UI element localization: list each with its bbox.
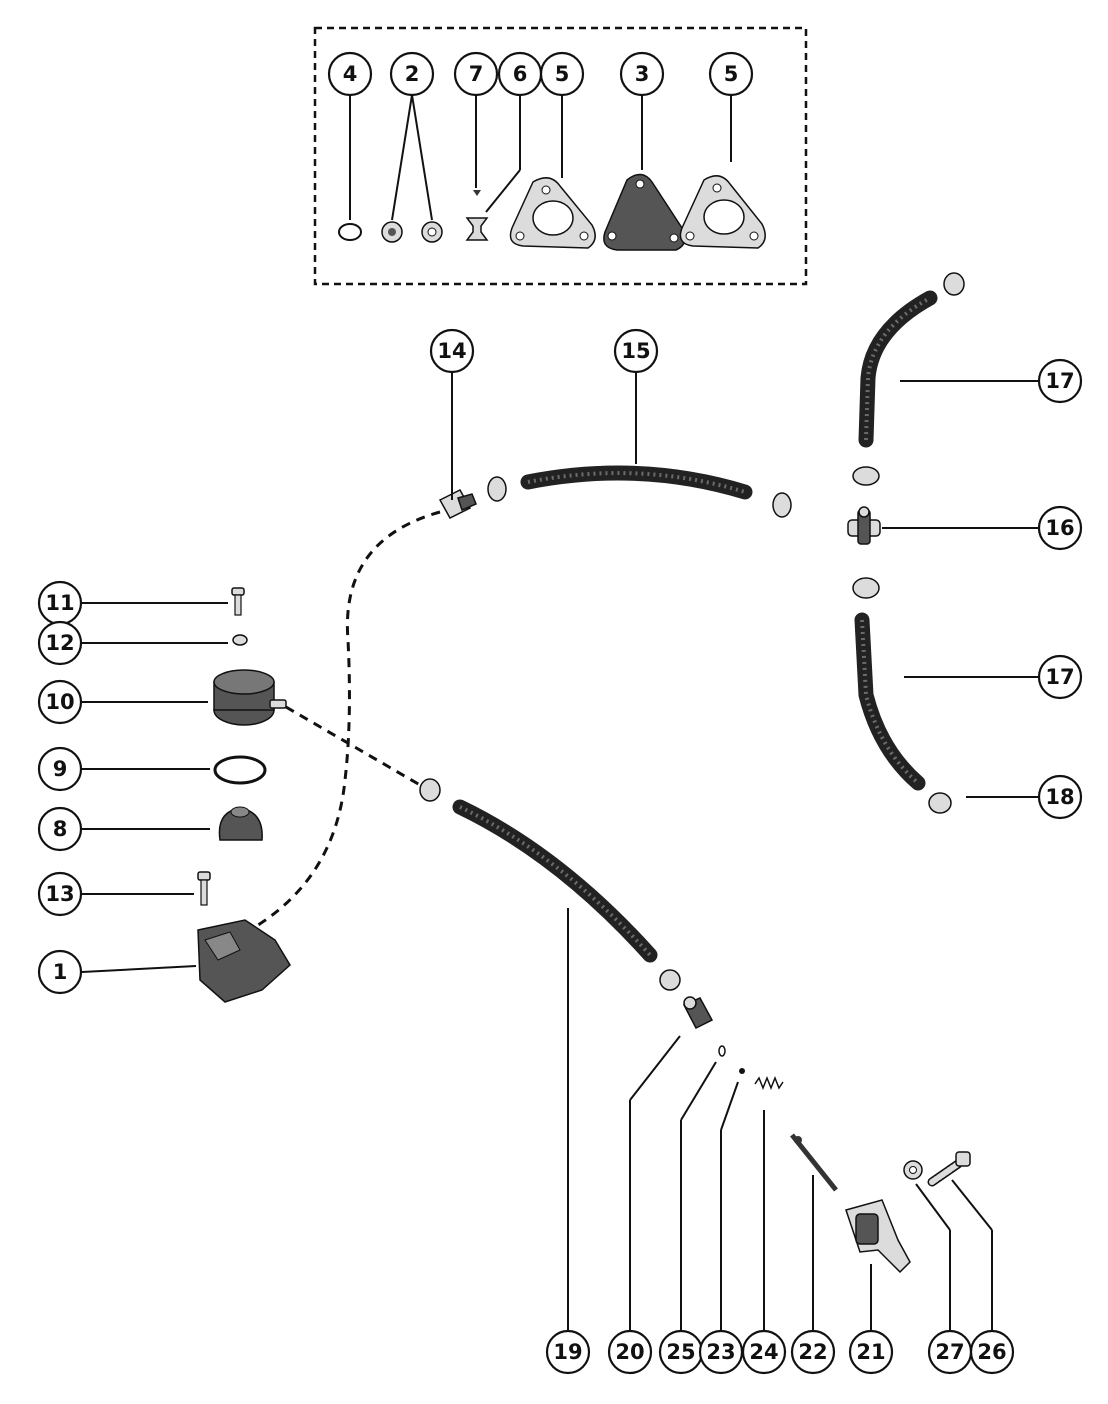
clamp-17-top bbox=[943, 272, 965, 296]
svg-text:22: 22 bbox=[798, 1340, 827, 1364]
callout-8: 8 bbox=[37, 806, 83, 852]
callout-15: 15 bbox=[613, 328, 659, 374]
svg-text:18: 18 bbox=[1045, 785, 1074, 809]
clamp-19-bottom bbox=[659, 969, 681, 991]
svg-text:13: 13 bbox=[45, 882, 74, 906]
callout-5-left: 5 bbox=[539, 51, 585, 97]
callout-19: 19 bbox=[545, 1329, 591, 1375]
part-17-hose-upper bbox=[858, 290, 938, 448]
svg-text:9: 9 bbox=[53, 757, 68, 781]
svg-text:16: 16 bbox=[1045, 516, 1074, 540]
callout-4: 4 bbox=[327, 51, 373, 97]
callout-7: 7 bbox=[453, 51, 499, 97]
svg-text:19: 19 bbox=[553, 1340, 582, 1364]
part-5-gasket-left bbox=[509, 177, 596, 249]
callout-20: 20 bbox=[607, 1329, 653, 1375]
svg-text:15: 15 bbox=[621, 339, 650, 363]
svg-text:20: 20 bbox=[615, 1340, 644, 1364]
part-27-nut bbox=[903, 1160, 923, 1180]
callout-6: 6 bbox=[497, 51, 543, 97]
part-11-screw bbox=[231, 587, 245, 616]
svg-text:23: 23 bbox=[706, 1340, 735, 1364]
svg-text:5: 5 bbox=[724, 62, 739, 86]
svg-text:7: 7 bbox=[469, 62, 484, 86]
svg-text:4: 4 bbox=[343, 62, 358, 86]
svg-text:10: 10 bbox=[45, 690, 74, 714]
svg-text:8: 8 bbox=[53, 817, 68, 841]
svg-text:3: 3 bbox=[635, 62, 650, 86]
callout-21: 21 bbox=[848, 1329, 894, 1375]
part-4-washer bbox=[338, 223, 362, 241]
svg-text:2: 2 bbox=[405, 62, 420, 86]
gasket-kit-box bbox=[313, 26, 808, 286]
part-1-pump-body bbox=[197, 919, 291, 1003]
callout-2: 2 bbox=[389, 51, 435, 97]
part-19-hose bbox=[452, 799, 658, 963]
svg-text:17: 17 bbox=[1045, 665, 1074, 689]
part-15-hose bbox=[520, 465, 753, 500]
svg-text:14: 14 bbox=[437, 339, 466, 363]
svg-text:25: 25 bbox=[666, 1340, 695, 1364]
part-16-tee-fitting bbox=[847, 506, 881, 545]
clamp-19-top bbox=[419, 778, 441, 802]
part-5-gasket-right bbox=[679, 175, 766, 249]
callout-9: 9 bbox=[37, 746, 83, 792]
callout-22: 22 bbox=[790, 1329, 836, 1375]
callout-5-right: 5 bbox=[708, 51, 754, 97]
svg-text:12: 12 bbox=[45, 631, 74, 655]
part-2-nut-right bbox=[421, 221, 443, 243]
callout-3: 3 bbox=[619, 51, 665, 97]
part-18-clamp bbox=[928, 792, 952, 814]
part-26-bolt bbox=[927, 1151, 971, 1187]
part-3-diaphragm bbox=[603, 173, 686, 251]
part-20-fitting bbox=[682, 996, 714, 1030]
part-6-valve-flapper bbox=[465, 217, 489, 241]
callout-14: 14 bbox=[429, 328, 475, 374]
part-24-spring bbox=[754, 1075, 784, 1091]
callout-17-lower: 17 bbox=[1037, 654, 1083, 700]
svg-text:17: 17 bbox=[1045, 369, 1074, 393]
part-7-screw bbox=[473, 190, 481, 196]
callout-26: 26 bbox=[969, 1329, 1015, 1375]
part-12-washer bbox=[232, 634, 248, 646]
svg-text:5: 5 bbox=[555, 62, 570, 86]
dashed-line-pump-to-fitting bbox=[249, 510, 441, 932]
svg-text:11: 11 bbox=[45, 591, 74, 615]
svg-text:24: 24 bbox=[749, 1340, 778, 1364]
callout-1: 1 bbox=[37, 949, 83, 995]
callout-11: 11 bbox=[37, 580, 83, 626]
part-25-ring bbox=[718, 1045, 726, 1057]
callout-18: 18 bbox=[1037, 774, 1083, 820]
svg-text:26: 26 bbox=[977, 1340, 1006, 1364]
clamp-14 bbox=[487, 476, 507, 502]
part-14-fitting bbox=[438, 489, 477, 519]
part-17-hose-lower bbox=[854, 612, 926, 791]
callout-24: 24 bbox=[741, 1329, 787, 1375]
part-2-nut-left bbox=[381, 221, 403, 243]
part-9-o-ring bbox=[213, 755, 267, 785]
clamp-16-lower bbox=[852, 577, 880, 599]
part-22-valve-stem bbox=[790, 1133, 838, 1192]
callout-12: 12 bbox=[37, 620, 83, 666]
svg-text:21: 21 bbox=[856, 1340, 885, 1364]
callout-27: 27 bbox=[927, 1329, 973, 1375]
svg-text:6: 6 bbox=[513, 62, 528, 86]
dashed-line-filter-to-hose bbox=[285, 705, 421, 787]
part-23-ball bbox=[739, 1068, 745, 1074]
clamp-15-right bbox=[772, 492, 792, 518]
callout-16: 16 bbox=[1037, 505, 1083, 551]
part-13-screw bbox=[197, 871, 211, 906]
callout-13: 13 bbox=[37, 871, 83, 917]
part-8-filter-element bbox=[218, 806, 263, 841]
part-10-filter-cover bbox=[213, 669, 287, 726]
callout-17-upper: 17 bbox=[1037, 358, 1083, 404]
callout-23: 23 bbox=[698, 1329, 744, 1375]
callout-10: 10 bbox=[37, 679, 83, 725]
callout-25: 25 bbox=[658, 1329, 704, 1375]
svg-text:1: 1 bbox=[53, 960, 68, 984]
svg-text:27: 27 bbox=[935, 1340, 964, 1364]
clamp-16-upper bbox=[852, 466, 880, 486]
part-21-valve-body bbox=[845, 1199, 911, 1274]
